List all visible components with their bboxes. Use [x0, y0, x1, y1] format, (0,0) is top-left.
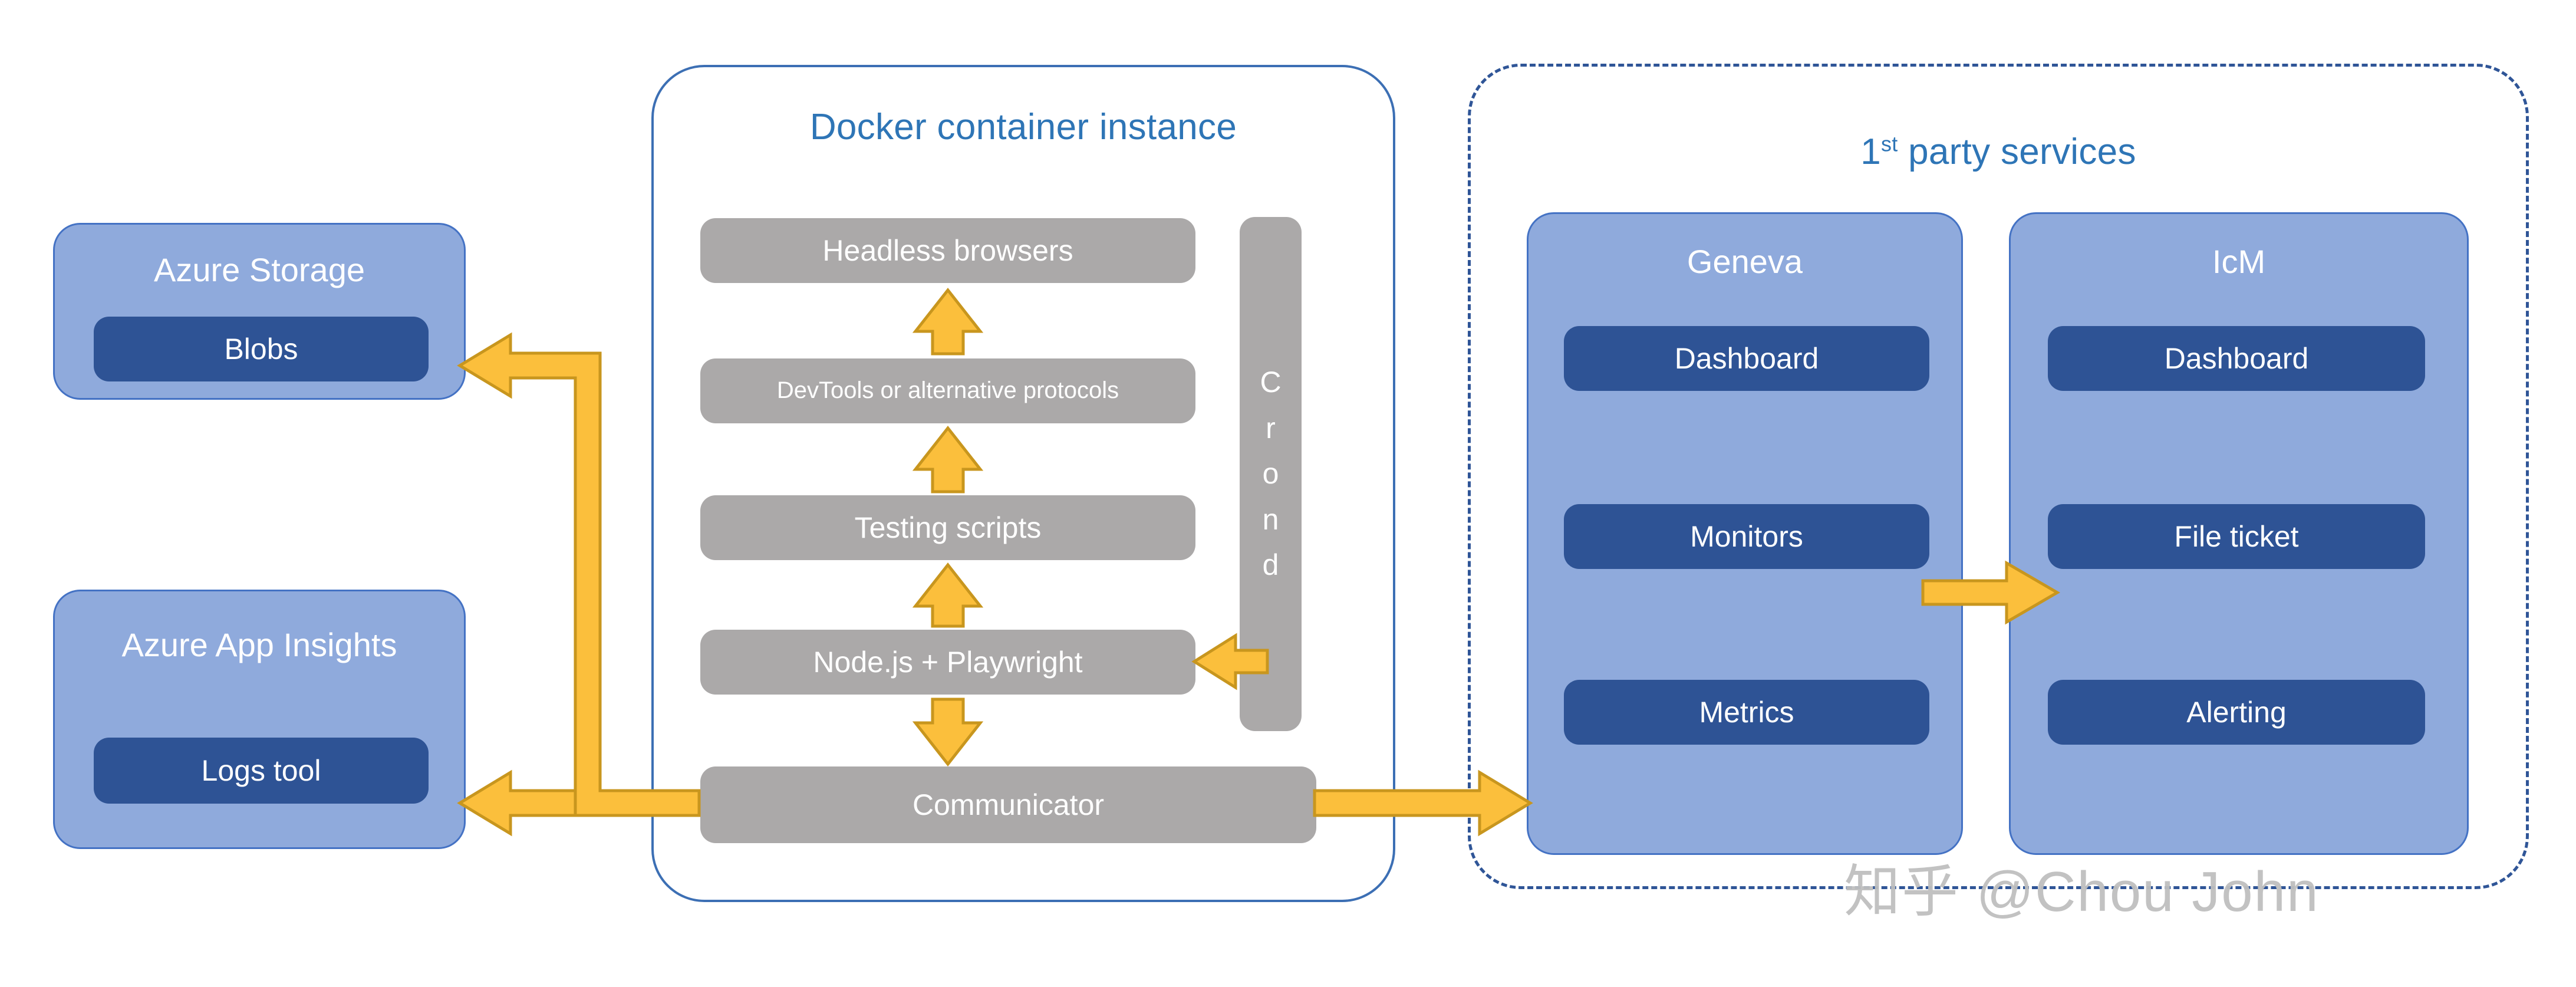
azure-storage-title: Azure Storage	[154, 251, 365, 288]
azure-app-insights-card[interactable]: Azure App Insights Logs tool	[53, 590, 466, 849]
first-party-services-title: 1st party services	[1468, 131, 2529, 173]
geneva-title: Geneva	[1686, 243, 1803, 280]
docker-box-testing-scripts[interactable]: Testing scripts	[700, 495, 1195, 560]
icm-title: IcM	[2212, 243, 2266, 280]
docker-container-title: Docker container instance	[809, 107, 1237, 147]
geneva-item-metrics[interactable]: Metrics	[1564, 680, 1929, 745]
crond-letter-o: o	[1262, 457, 1279, 491]
first-party-services-frame	[1468, 64, 2529, 889]
icm-item-alerting[interactable]: Alerting	[2048, 680, 2425, 745]
azure-storage-item-blobs[interactable]: Blobs	[94, 317, 429, 381]
geneva-card[interactable]: Geneva Dashboard Monitors Metrics	[1527, 212, 1963, 855]
docker-container-title-wrap: Docker container instance	[651, 106, 1395, 159]
azure-app-insights-title: Azure App Insights	[121, 626, 397, 663]
first-party-title-superscript: st	[1881, 131, 1898, 156]
watermark-text: 知乎 @Chou John	[1844, 860, 2320, 923]
icm-card[interactable]: IcM Dashboard File ticket Alerting	[2009, 212, 2469, 855]
crond-letter-c: C	[1260, 366, 1282, 399]
crond-letter-r: r	[1266, 411, 1276, 445]
docker-box-nodejs-playwright[interactable]: Node.js + Playwright	[700, 630, 1195, 695]
icm-item-dashboard[interactable]: Dashboard	[2048, 326, 2425, 391]
geneva-item-dashboard[interactable]: Dashboard	[1564, 326, 1929, 391]
icm-item-file-ticket[interactable]: File ticket	[2048, 504, 2425, 569]
docker-box-headless-browsers[interactable]: Headless browsers	[700, 218, 1195, 283]
crond-letter-n: n	[1262, 502, 1279, 536]
azure-app-insights-item-logs-tool[interactable]: Logs tool	[94, 738, 429, 804]
first-party-title-suffix: party services	[1898, 131, 2136, 172]
azure-storage-card[interactable]: Azure Storage Blobs	[53, 223, 466, 400]
geneva-item-monitors[interactable]: Monitors	[1564, 504, 1929, 569]
docker-sidebar-crond[interactable]: C r o n d	[1240, 217, 1302, 731]
docker-box-devtools-protocols[interactable]: DevTools or alternative protocols	[700, 358, 1195, 423]
docker-box-communicator[interactable]: Communicator	[700, 766, 1316, 843]
first-party-title-prefix: 1	[1860, 131, 1882, 172]
first-party-services-title-wrap: 1st party services	[1468, 131, 2529, 184]
crond-letter-d: d	[1262, 548, 1279, 582]
